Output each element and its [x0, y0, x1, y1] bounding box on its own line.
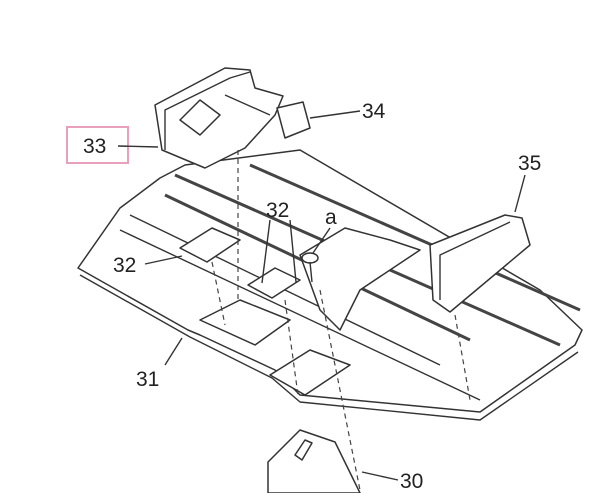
center-guide — [299, 227, 421, 331]
label-32-left: 32 — [113, 254, 136, 277]
plate-part-32-left — [179, 227, 241, 263]
label-31: 31 — [136, 368, 159, 391]
plate-part-32-upper — [247, 267, 301, 299]
guide-part-35 — [429, 214, 531, 313]
label-33: 33 — [83, 135, 106, 158]
label-35: 35 — [518, 152, 541, 175]
screw-a-icon — [301, 252, 319, 264]
plate-part-34 — [276, 101, 311, 139]
label-34: 34 — [362, 100, 386, 123]
guide-part-33 — [154, 67, 284, 169]
board-part-30 — [267, 429, 361, 493]
label-30: 30 — [400, 470, 423, 493]
highlight-box-33 — [66, 126, 129, 164]
label-a: a — [325, 206, 337, 229]
label-32-upper: 32 — [266, 199, 289, 222]
